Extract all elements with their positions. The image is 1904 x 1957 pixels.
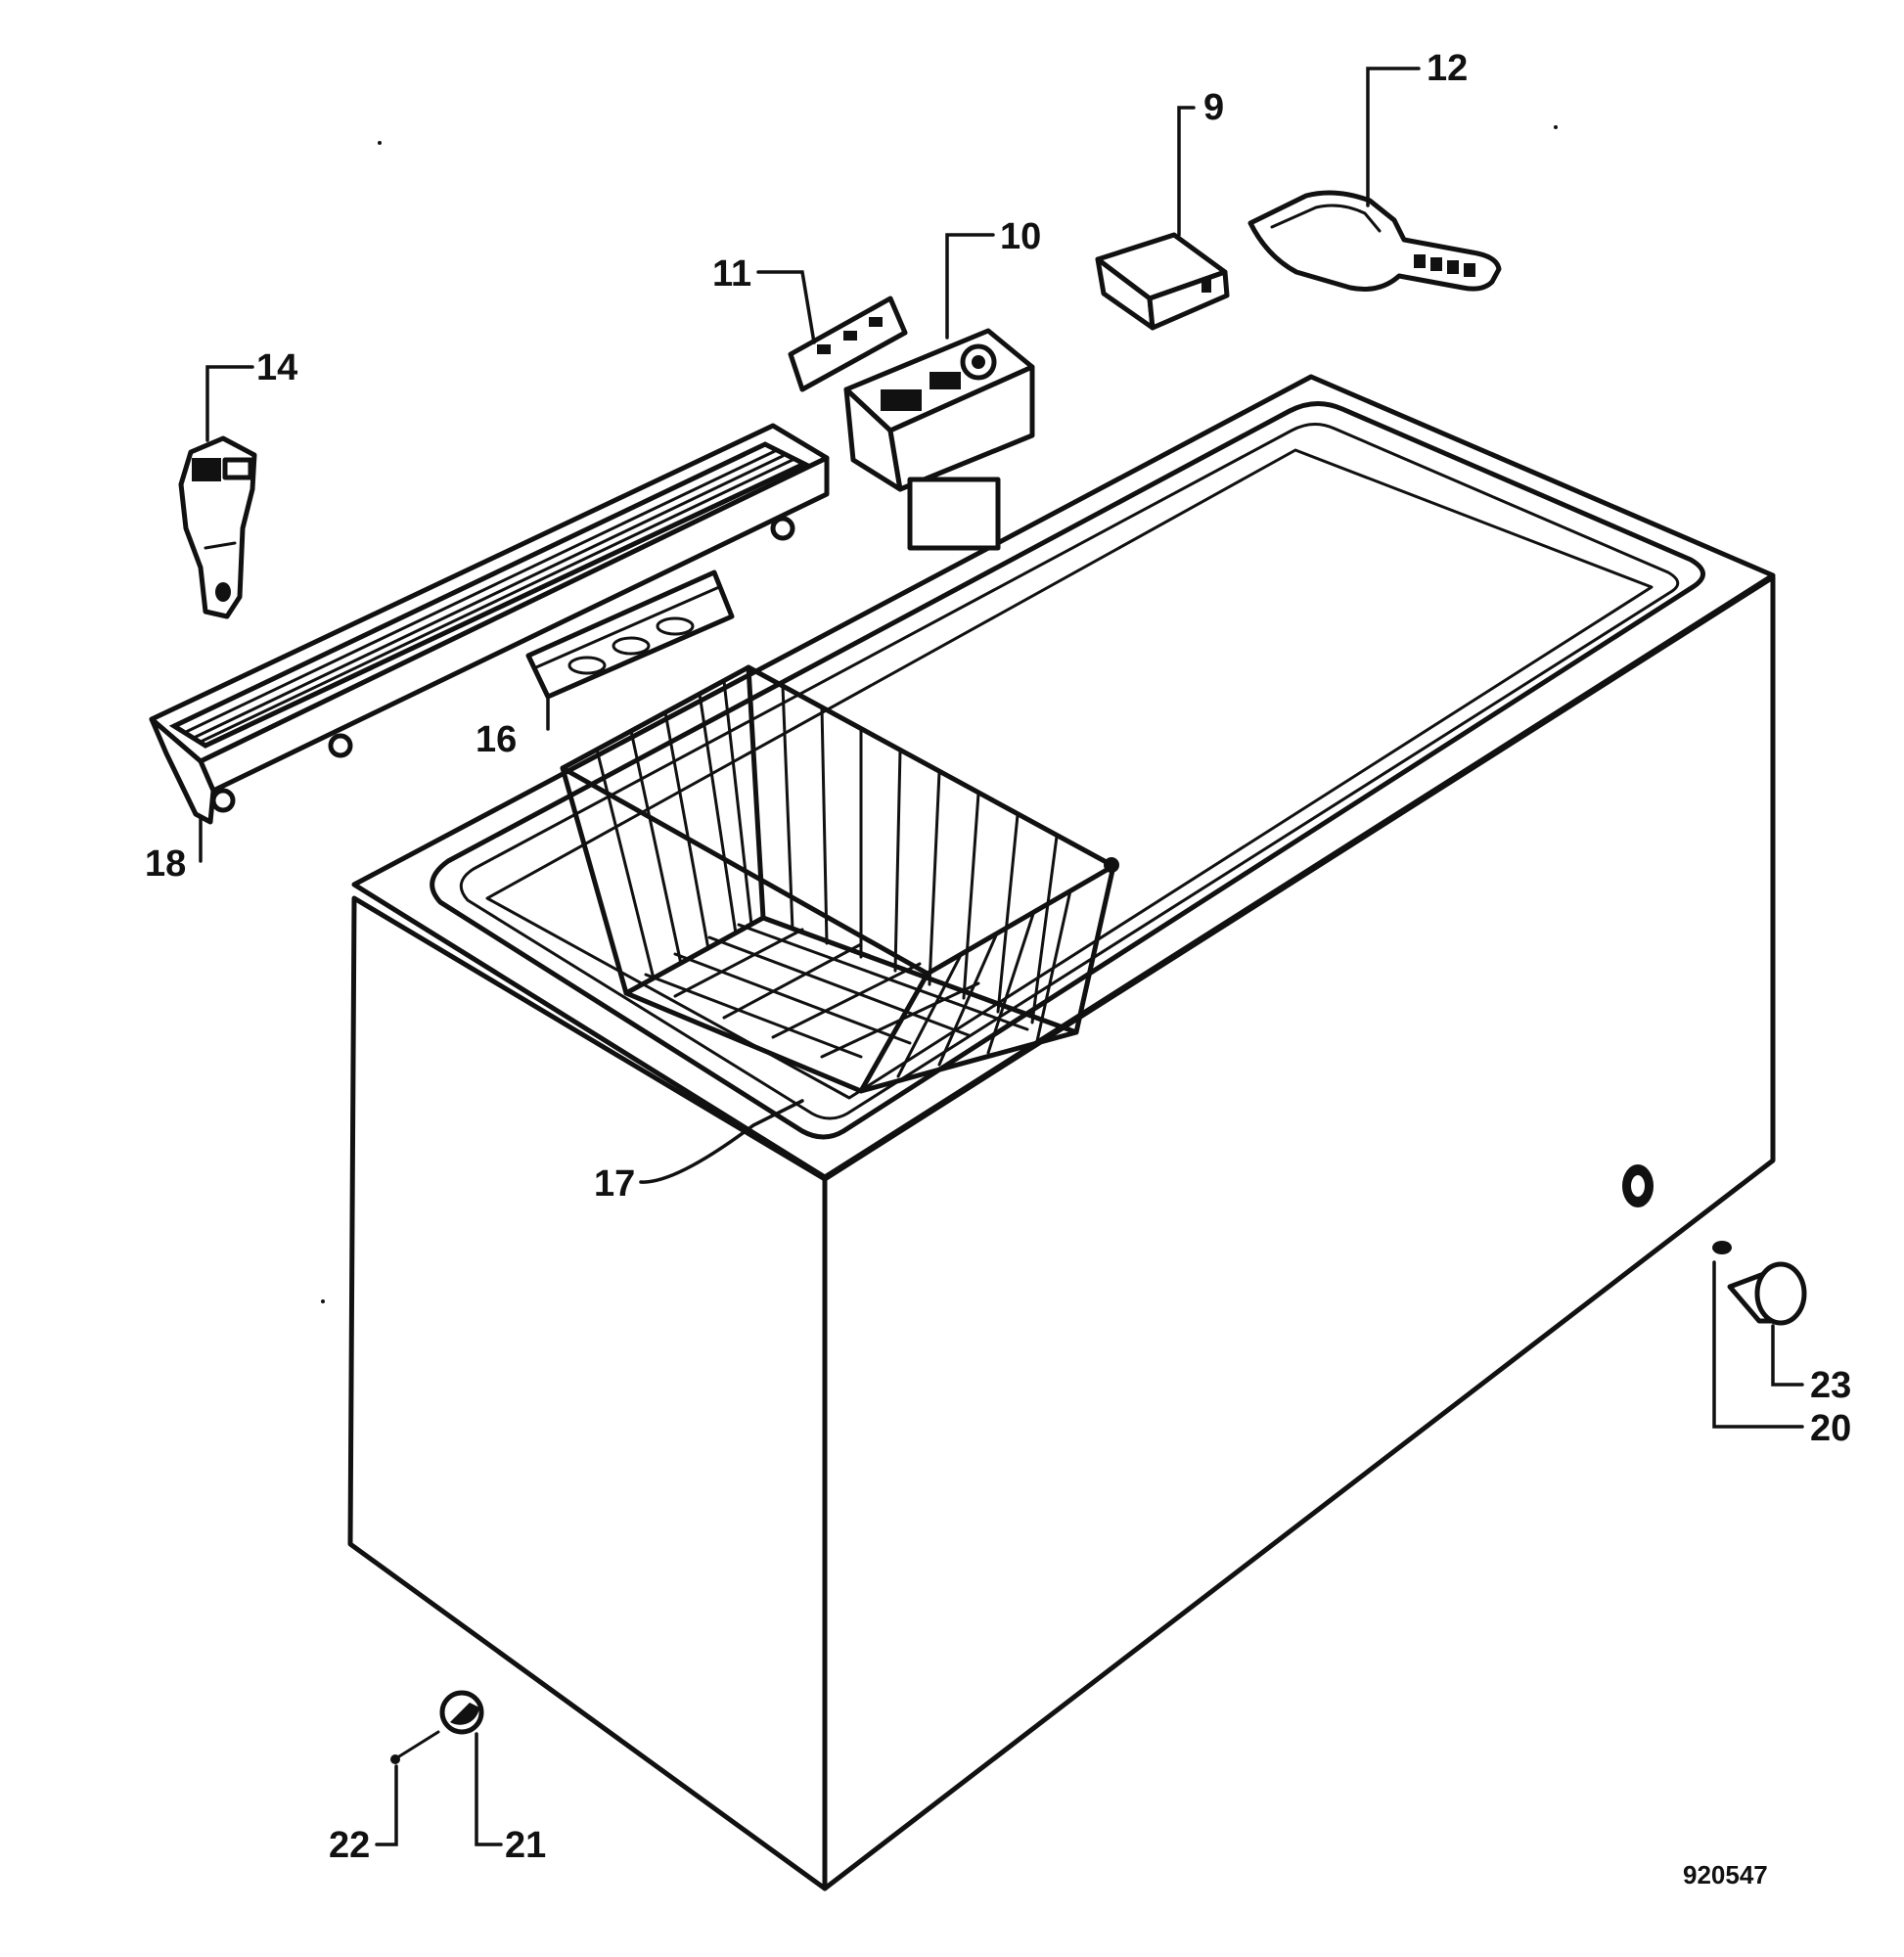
label-21: 21 bbox=[505, 1825, 546, 1866]
drawing-number: 920547 bbox=[1683, 1860, 1768, 1889]
screw-drawing bbox=[390, 1730, 440, 1764]
grille-mount-1 bbox=[210, 788, 236, 813]
handle-insert-drawing bbox=[525, 569, 735, 700]
label-16: 16 bbox=[476, 719, 517, 760]
label-18: 18 bbox=[145, 843, 186, 885]
opening-inner-edge bbox=[459, 423, 1680, 1120]
label-22: 22 bbox=[329, 1825, 370, 1866]
label-9: 9 bbox=[1203, 87, 1224, 128]
label-12: 12 bbox=[1427, 48, 1468, 89]
part-labels: 9 12 10 11 14 16 18 17 23 20 21 22 92054… bbox=[145, 48, 1851, 1889]
label-20: 20 bbox=[1810, 1408, 1851, 1449]
basket-edge-2 bbox=[858, 971, 930, 1094]
ice-scraper-drawing bbox=[1247, 190, 1502, 292]
grille-mount-3 bbox=[770, 516, 795, 541]
label-17: 17 bbox=[594, 1163, 635, 1205]
rim-groove bbox=[485, 448, 1654, 1100]
indicator-lens-drawing bbox=[788, 296, 908, 392]
rim-edge-front bbox=[352, 575, 1775, 1181]
basket-edge-4 bbox=[746, 664, 766, 921]
bracket-drawing bbox=[1095, 232, 1230, 331]
foot-drawing bbox=[439, 1690, 484, 1735]
leader-lines bbox=[199, 67, 1804, 1846]
grille-mount-2 bbox=[328, 733, 353, 758]
control-panel-drawing bbox=[843, 328, 1035, 551]
basket-edge-1 bbox=[560, 765, 629, 996]
label-11: 11 bbox=[712, 253, 751, 295]
label-10: 10 bbox=[1000, 216, 1041, 257]
basket-edge-3 bbox=[1073, 863, 1116, 1035]
scan-specks bbox=[321, 125, 1558, 1303]
washer-drawing bbox=[1712, 1241, 1732, 1254]
label-23: 23 bbox=[1810, 1365, 1851, 1406]
wire-basket-drawing bbox=[560, 664, 1119, 1094]
drain-hole-inner bbox=[1631, 1175, 1645, 1197]
grille-end bbox=[149, 716, 216, 825]
basket-handle-end bbox=[1104, 857, 1119, 873]
opening-outer-edge bbox=[430, 401, 1705, 1140]
rear-grille-panel-drawing bbox=[149, 423, 830, 825]
drain-plug-drawing bbox=[1727, 1261, 1807, 1326]
lid-hinge-drawing bbox=[178, 435, 257, 619]
grille-slats bbox=[184, 449, 794, 744]
basket-wires bbox=[595, 679, 1072, 1078]
label-14: 14 bbox=[256, 347, 297, 388]
